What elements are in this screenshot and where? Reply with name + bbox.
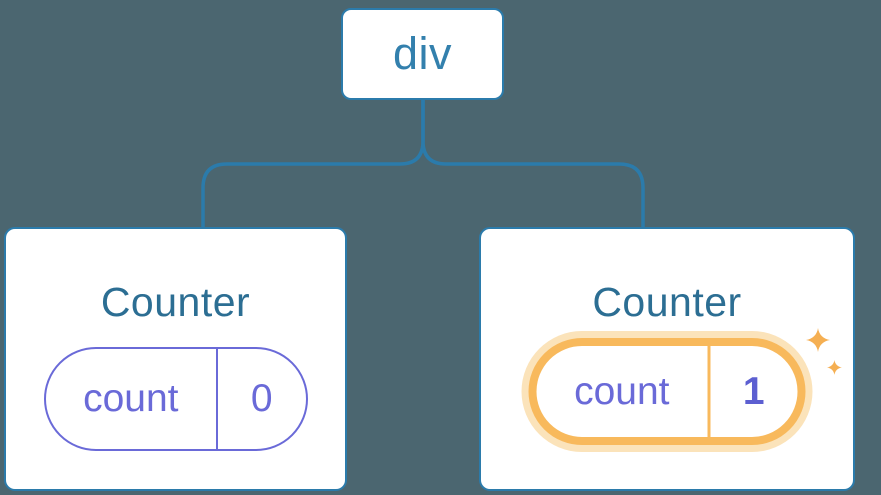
root-node-label: div: [392, 28, 453, 79]
state-value: 0: [216, 349, 305, 449]
counter-title: Counter: [100, 279, 251, 325]
sparkle-small: [827, 360, 842, 375]
sparkles-icon: [806, 328, 842, 375]
counter-card-left: Counter count 0: [4, 227, 347, 491]
counter-card-right: Counter count 1: [479, 227, 855, 491]
state-pill: count 0: [43, 347, 308, 451]
state-pill-highlighted: count 1: [528, 338, 806, 445]
sparkle-large: [806, 328, 830, 352]
state-value: 1: [707, 346, 797, 437]
branch-left-line: [201, 100, 425, 228]
branch-right-line: [421, 100, 645, 228]
tree-root-node: div: [341, 8, 504, 100]
state-key-label: count: [83, 377, 179, 420]
state-key-label: count: [574, 369, 670, 413]
counter-title: Counter: [592, 279, 742, 325]
